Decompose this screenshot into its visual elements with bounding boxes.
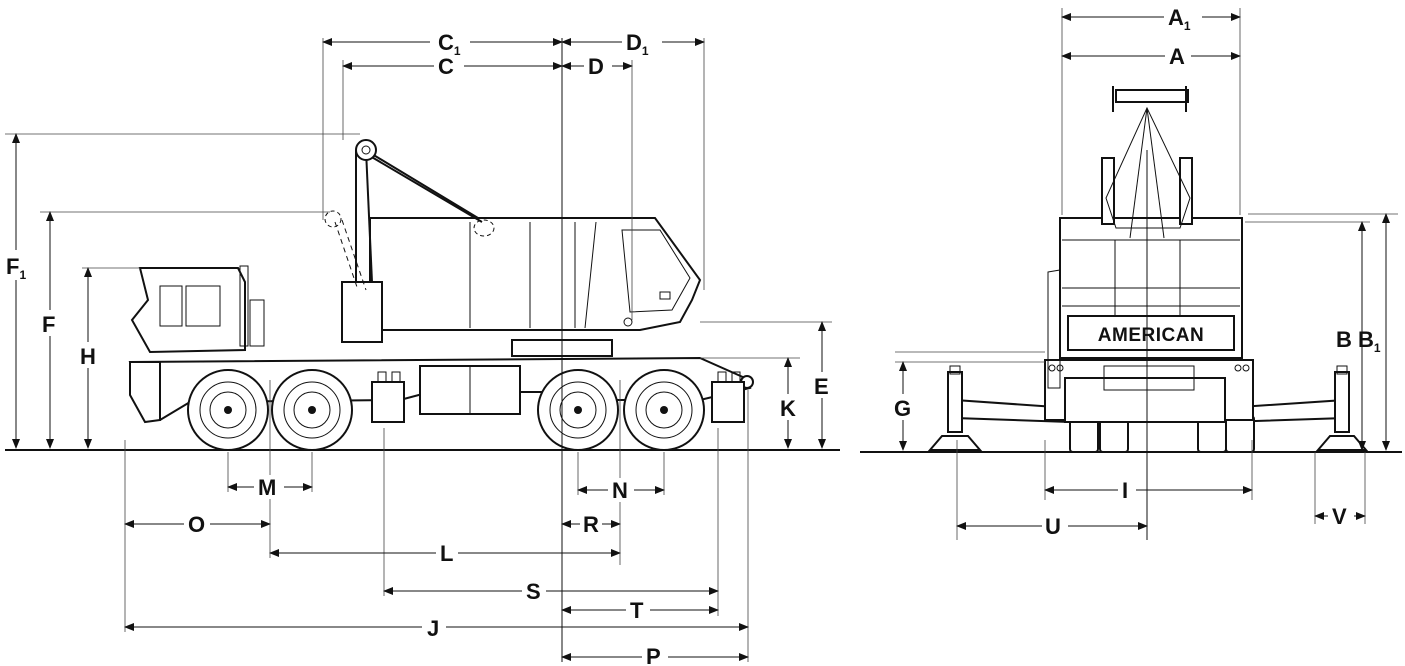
label-S: S: [526, 579, 541, 604]
label-V: V: [1332, 504, 1347, 529]
rear-axle-housing: [1064, 377, 1226, 423]
dimension-labels: C1 D1 C D F1 F H E K M N O R L S T J P A…: [4, 5, 1381, 666]
label-A: A: [1169, 44, 1185, 69]
carrier-cab: [130, 267, 246, 354]
label-J: J: [427, 616, 439, 641]
label-F1: F1: [6, 254, 26, 282]
upper-house: [369, 217, 702, 331]
rear-jack-left: [947, 371, 963, 433]
rear-gantry-triangle: [1105, 106, 1191, 229]
cab-window-2: [185, 285, 221, 327]
outrigger-rear: [711, 381, 745, 423]
counterweight: [341, 281, 383, 343]
wheel-3: [537, 369, 619, 451]
wheel-2: [271, 369, 353, 451]
rear-pad-left: [927, 435, 983, 451]
label-B1: B1: [1358, 327, 1381, 355]
label-M: M: [258, 475, 276, 500]
label-R: R: [583, 512, 599, 537]
label-P: P: [646, 644, 661, 666]
label-I: I: [1122, 478, 1128, 503]
label-A1: A1: [1168, 5, 1191, 33]
label-G: G: [894, 396, 911, 421]
label-U: U: [1045, 514, 1061, 539]
label-D: D: [588, 54, 604, 79]
label-C: C: [438, 54, 454, 79]
exhaust-stack: [239, 265, 249, 347]
label-H: H: [80, 344, 96, 369]
label-D1: D1: [626, 30, 649, 58]
label-B: B: [1336, 327, 1352, 352]
outrigger-front: [371, 381, 405, 423]
rear-gantry-head: [1115, 89, 1189, 103]
rear-pad-right: [1315, 435, 1369, 451]
gantry-sheave: [355, 139, 377, 161]
side-extension-lines: [5, 38, 832, 662]
wheel-1: [187, 369, 269, 451]
brand-plate: [1067, 315, 1235, 351]
rear-jack-right: [1334, 371, 1350, 433]
operator-cab-window: [621, 229, 691, 313]
label-C1: C1: [438, 30, 461, 58]
brand-text: AMERICAN: [1098, 325, 1204, 346]
side-view: [5, 38, 840, 662]
label-T: T: [630, 598, 644, 623]
front-bumper: [129, 361, 161, 424]
gantry-strut: [361, 147, 479, 219]
rear-tire-right-2: [1225, 415, 1255, 453]
label-K: K: [780, 396, 796, 421]
label-E: E: [814, 374, 829, 399]
cab-window-1: [159, 285, 183, 327]
label-N: N: [612, 478, 628, 503]
label-L: L: [440, 541, 453, 566]
rear-extension-lines: [895, 8, 1398, 540]
wheel-4: [623, 369, 705, 451]
label-O: O: [188, 512, 205, 537]
cab-side-tank: [249, 299, 265, 347]
rear-view: AMERICAN: [860, 86, 1402, 540]
label-F: F: [42, 312, 55, 337]
